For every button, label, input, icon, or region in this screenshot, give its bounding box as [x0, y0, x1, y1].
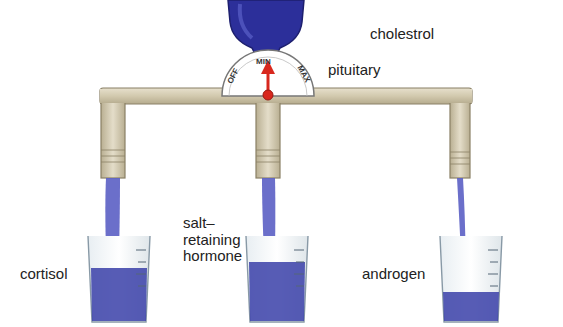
cholesterol-bottle	[228, 0, 304, 56]
dial-mark: MIN	[256, 58, 271, 67]
pituitary-dial	[222, 50, 314, 96]
hormone-label: cortisol	[20, 266, 68, 283]
hormone-label: salt–retaining hormone	[183, 215, 243, 265]
beaker	[88, 236, 150, 322]
substance-label: cholestrol	[370, 26, 434, 43]
beaker	[246, 236, 308, 322]
beaker	[440, 236, 502, 322]
hormone-label: androgen	[362, 266, 425, 283]
gland-label: pituitary	[328, 62, 381, 79]
